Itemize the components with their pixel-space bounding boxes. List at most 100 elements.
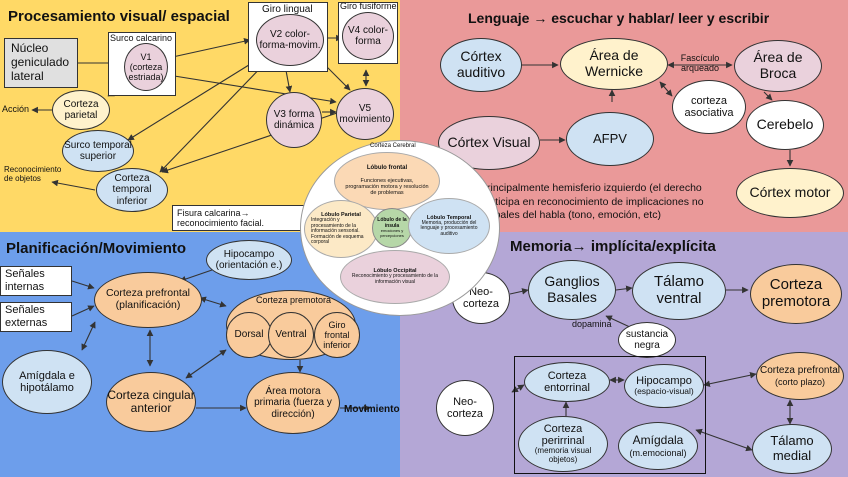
sts-node: Surco temporal superior	[62, 130, 134, 172]
perirrinal-label: Corteza perirrinal	[541, 422, 585, 448]
entorrinal-node: Corteza entorrinal	[524, 362, 610, 402]
v4-node: V4 color-forma	[342, 12, 394, 60]
asociativa-node: corteza asociativa	[672, 80, 746, 134]
v3-label: V3 forma dinámica	[273, 108, 315, 131]
v2-node: V2 color-forma-movim.	[256, 14, 324, 66]
talamo-ventral-node: Tálamo ventral	[632, 262, 726, 320]
cortex-visual-label: Córtex Visual	[447, 134, 531, 151]
brain-title: Corteza Cerebral	[370, 143, 416, 149]
senales-externas-box: Señales externas	[0, 302, 72, 332]
amigdala-motor-label: Amígdala e hipotálamo	[19, 369, 75, 394]
broca-node: Área de Broca	[734, 40, 822, 92]
senales-internas-label: Señales internas	[5, 268, 45, 293]
mtl-box	[514, 356, 706, 474]
giro-lingual-label: Giro lingual	[262, 4, 313, 15]
cortex-auditivo-label: Córtex auditivo	[456, 48, 506, 80]
dorsal-label: Dorsal	[234, 329, 264, 341]
sustancia-node: sustancia negra	[618, 322, 676, 358]
lgn-label: Núcleo geniculado lateral	[11, 41, 70, 83]
cortex-auditivo-node: Córtex auditivo	[440, 38, 522, 92]
perirrinal-node: Corteza perirrinal (memoria visual objet…	[518, 416, 608, 472]
v2-label: V2 color-forma-movim.	[259, 28, 321, 51]
insula-title: Lóbulo de la ínsula	[377, 216, 407, 229]
afpv-label: AFPV	[593, 130, 627, 146]
entorrinal-label: Corteza entorrinal	[544, 369, 590, 394]
prefrontal-memory-sub: (corto plazo)	[774, 376, 826, 387]
v1-node: V1 (corteza estriada)	[124, 43, 168, 91]
cingular-node: Corteza cingular anterior	[106, 372, 196, 432]
accion-label: Acción	[2, 104, 30, 114]
temporal-title: Lóbulo Temporal	[426, 214, 472, 221]
afpv-node: AFPV	[566, 112, 654, 166]
reconocimiento-label: Reconocimiento de objetos	[4, 165, 62, 183]
corteza-parietal-node: Corteza parietal	[52, 90, 110, 130]
surco-calcarino-label: Surco calcarino	[110, 33, 173, 43]
ganglios-node: Ganglios Basales	[528, 260, 616, 320]
cortex-motor-node: Córtex motor	[736, 168, 844, 218]
asociativa-label: corteza asociativa	[684, 94, 734, 119]
hipocampo-motor-label: Hipocampo (orientación e.)	[215, 248, 283, 271]
motor-title: Planificación/Movimiento	[6, 240, 187, 257]
v5-node: V5 movimiento	[336, 88, 394, 140]
fisura-label: Fisura calcarina→ reconocimiento facial.	[177, 207, 265, 228]
ventral-label: Ventral	[275, 329, 307, 341]
temporal-lobe: Lóbulo Temporal Memoria, producción del …	[408, 198, 490, 254]
senales-internas-box: Señales internas	[0, 266, 72, 296]
insula-text: emociones y percepciones	[380, 228, 404, 238]
v1-label: V1 (corteza estriada)	[128, 51, 164, 83]
parietal-lobe: Lóbulo Parietal Integración y procesamie…	[304, 200, 378, 258]
neocorteza1-label: Neo-corteza	[462, 285, 500, 310]
ventral-node: Ventral	[268, 312, 314, 358]
occipital-text: Reconocimiento y procesamiento de la inf…	[351, 273, 439, 286]
amigdala-memory-node: Amígdala (m.emocional)	[618, 422, 698, 470]
cingular-label: Corteza cingular anterior	[107, 387, 195, 415]
hipocampo-motor-node: Hipocampo (orientación e.)	[206, 240, 292, 280]
prefrontal-motor-node: Corteza prefrontal (planificación)	[94, 272, 202, 328]
perirrinal-sub: (memoria visual objetos)	[534, 446, 592, 465]
giro-frontal-node: Giro frontal inferior	[314, 312, 360, 358]
senales-externas-label: Señales externas	[5, 304, 48, 329]
occipital-lobe: Lóbulo Occipital Reconocimiento y proces…	[340, 250, 450, 304]
wernicke-node: Área de Wernicke	[560, 38, 668, 90]
language-note: Principalmente hemisferio izquierdo (el …	[480, 182, 704, 222]
corteza-temporal-node: Corteza temporal inferior	[96, 168, 168, 212]
fasciculo-label: Fascículo arqueado	[680, 53, 720, 73]
v5-label: V5 movimiento	[339, 102, 391, 125]
amigdala-memory-sub: (m.emocional)	[629, 447, 687, 458]
broca-label: Área de Broca	[753, 49, 803, 81]
amigdala-memory-label: Amígdala	[632, 433, 684, 448]
hipocampo-memory-sub: (espacio-visual)	[634, 386, 694, 397]
dopamina-label: dopamina	[572, 319, 612, 329]
premotora-memory-label: Corteza premotora	[761, 276, 831, 310]
hipocampo-memory-label: Hipocampo	[636, 375, 692, 388]
talamo-medial-label: Tálamo medial	[770, 433, 814, 463]
premotora-motor-label: Corteza premotora	[256, 295, 332, 305]
ganglios-label: Ganglios Basales	[544, 273, 600, 305]
giro-frontal-label: Giro frontal inferior	[323, 319, 351, 351]
neocorteza2-node: Neo-corteza	[436, 380, 494, 436]
memory-title: Memoria→ implícita/explícita	[510, 238, 716, 255]
fisura-box: Fisura calcarina→ reconocimiento facial.	[172, 205, 310, 231]
frontal-lobe: Lóbulo frontal Funciones ejecutivas, pro…	[334, 152, 440, 210]
prefrontal-memory-label: Corteza prefrontal	[759, 365, 841, 377]
prefrontal-motor-label: Corteza prefrontal (planificación)	[105, 287, 191, 311]
cerebelo-node: Cerebelo	[746, 100, 824, 150]
motora-primaria-label: Área motora primaria (fuerza y dirección…	[254, 386, 332, 420]
frontal-title: Lóbulo frontal	[366, 165, 408, 172]
amigdala-motor-node: Amígdala e hipotálamo	[2, 350, 92, 414]
language-title: Lenguaje → escuchar y hablar/ leer y esc…	[468, 10, 770, 26]
parietal-title: Lóbulo Parietal	[321, 211, 361, 218]
dorsal-node: Dorsal	[226, 312, 272, 358]
talamo-medial-node: Tálamo medial	[752, 424, 832, 474]
sustancia-label: sustancia negra	[625, 328, 669, 351]
sts-label: Surco temporal superior	[64, 139, 132, 162]
temporal-text: Memoria, producción del lenguaje y proce…	[420, 219, 478, 237]
hipocampo-memory-node: Hipocampo (espacio-visual)	[624, 364, 704, 408]
v4-label: V4 color-forma	[347, 24, 388, 47]
lgn-box: Núcleo geniculado lateral	[4, 38, 78, 88]
v3-node: V3 forma dinámica	[266, 92, 322, 148]
motora-primaria-node: Área motora primaria (fuerza y dirección…	[246, 372, 340, 434]
cortex-motor-label: Córtex motor	[749, 184, 831, 201]
premotora-memory-node: Corteza premotora	[750, 264, 842, 324]
cerebelo-label: Cerebelo	[756, 116, 814, 133]
